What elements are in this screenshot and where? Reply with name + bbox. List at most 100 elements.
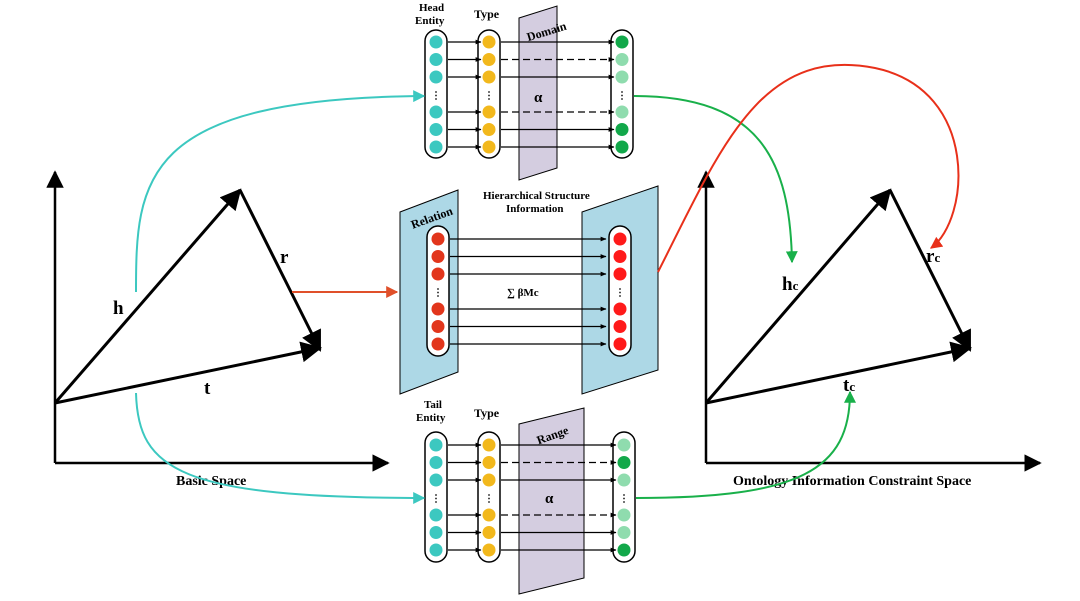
basic-h-vector <box>53 188 242 404</box>
basic-r-vector <box>238 189 322 352</box>
tail-entity-dot <box>429 508 443 522</box>
tail-entity-dot <box>429 526 443 539</box>
head-output-dot <box>615 70 629 84</box>
head-entity-label-1: Head <box>419 2 444 14</box>
relation-output-dot <box>613 232 627 246</box>
relation-input-dot <box>431 320 445 333</box>
constraint-tc-vector <box>705 341 973 405</box>
head-entity-label-2: Entity <box>415 15 445 27</box>
tail-output-dot <box>617 543 631 557</box>
head-type-label: Type <box>474 7 500 21</box>
head-connectors <box>448 39 615 150</box>
tail-connectors <box>448 442 617 553</box>
relation-output-dot <box>613 302 627 316</box>
head-type-ellipsis: ⋮ <box>484 91 494 102</box>
head-entity-dot <box>429 123 443 136</box>
tail-type-dot <box>482 543 496 557</box>
constraint-rc-label: rc <box>926 246 940 267</box>
tail-block: Tail Entity Type Range α ⋮⋮⋮ <box>416 399 636 595</box>
head-block: Head Entity Type Domain α ⋮⋮⋮ <box>415 2 634 181</box>
domain-plane <box>518 5 558 181</box>
tail-output-dot <box>617 508 631 522</box>
tail-entity-ellipsis: ⋮ <box>431 494 441 505</box>
tail-type-dot <box>482 526 496 539</box>
basic-t-label: t <box>204 378 211 399</box>
relation-output-dot <box>613 320 627 333</box>
tail-output-dot <box>617 526 631 539</box>
constraint-tc-label: tc <box>843 375 855 396</box>
hierarchy-label-2: Information <box>506 203 563 215</box>
head-type-dot <box>482 140 496 154</box>
head-type-dot <box>482 123 496 136</box>
tail-type-dot <box>482 508 496 522</box>
relation-block: Relation Hierarchical Structure Informat… <box>399 185 659 395</box>
head-type-dot <box>482 70 496 84</box>
relation-input-ellipsis: ⋮ <box>433 288 443 299</box>
green-arrow-to-tc <box>635 390 856 499</box>
head-output-dot <box>615 35 629 49</box>
tail-entity-dot <box>429 473 443 487</box>
tail-type-ellipsis: ⋮ <box>484 494 494 505</box>
tail-type-dot <box>482 456 496 469</box>
head-entity-ellipsis: ⋮ <box>431 91 441 102</box>
relation-dots: ⋮⋮ <box>431 232 627 351</box>
tail-entity-dot <box>429 456 443 469</box>
tail-output-dot <box>617 473 631 487</box>
tail-output-dot <box>617 438 631 452</box>
relation-sum-label: ∑ βMc <box>507 287 539 299</box>
domain-alpha: α <box>534 90 543 106</box>
relation-output-ellipsis: ⋮ <box>615 288 625 299</box>
tail-type-dot <box>482 473 496 487</box>
head-entity-dot <box>429 105 443 119</box>
basic-space: h r t Basic Space <box>46 170 390 489</box>
relation-input-dot <box>431 267 445 281</box>
head-output-ellipsis: ⋮ <box>617 91 627 102</box>
tail-type-label: Type <box>474 406 500 420</box>
relation-input-dot <box>431 250 445 263</box>
relation-connectors <box>450 236 607 347</box>
red-arrow-to-rc <box>657 63 960 273</box>
constraint-rc-vector <box>888 189 972 352</box>
head-entity-dot <box>429 140 443 154</box>
constraint-hc-vector <box>704 188 892 404</box>
tail-entity-label-1: Tail <box>424 399 442 411</box>
basic-h-label: h <box>113 298 124 319</box>
green-arrow-to-hc <box>633 95 798 264</box>
head-type-dot <box>482 35 496 49</box>
hierarchy-label-1: Hierarchical Structure <box>483 190 590 202</box>
tail-entity-label-2: Entity <box>416 412 446 424</box>
head-type-dot <box>482 53 496 66</box>
head-entity-dot <box>429 53 443 66</box>
head-type-dot <box>482 105 496 119</box>
relation-input-dot <box>431 232 445 246</box>
constraint-hc-label: hc <box>782 274 799 295</box>
head-entity-dot <box>429 70 443 84</box>
head-dots: ⋮ ⋮ ⋮ <box>429 35 629 154</box>
range-alpha: α <box>545 491 554 507</box>
head-output-dot <box>615 140 629 154</box>
relation-output-dot <box>613 250 627 263</box>
relation-input-dot <box>431 302 445 316</box>
head-output-dot <box>615 105 629 119</box>
flow-arrows <box>135 63 960 504</box>
teal-arrow-to-head <box>135 90 426 293</box>
relation-output-dot <box>613 267 627 281</box>
range-plane <box>518 407 585 595</box>
constraint-space: hc rc tc Ontology Information Constraint… <box>697 170 1042 489</box>
tail-output-ellipsis: ⋮ <box>619 494 629 505</box>
basic-r-label: r <box>280 247 289 268</box>
tail-type-dot <box>482 438 496 452</box>
relation-input-dot <box>431 337 445 351</box>
head-entity-dot <box>429 35 443 49</box>
teal-arrow-to-tail <box>135 392 426 504</box>
relation-output-dot <box>613 337 627 351</box>
head-output-dot <box>615 53 629 66</box>
tail-output-dot <box>617 456 631 469</box>
head-output-dot <box>615 123 629 136</box>
tail-dots: ⋮ ⋮ ⋮ <box>429 438 631 557</box>
tail-entity-dot <box>429 438 443 452</box>
basic-t-vector <box>54 341 323 405</box>
tail-entity-dot <box>429 543 443 557</box>
constraint-space-caption: Ontology Information Constraint Space <box>733 474 971 489</box>
